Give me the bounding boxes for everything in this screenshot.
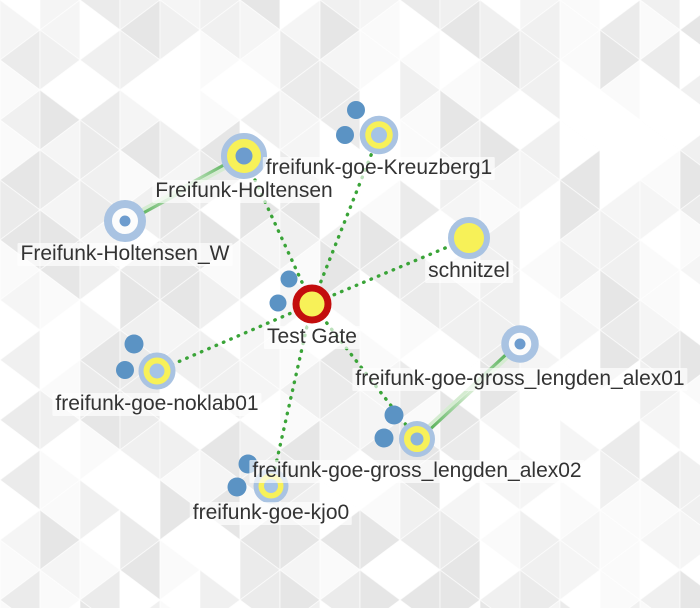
- background-triangle: [519, 569, 561, 608]
- client-dot-freifunk-goe-gross-lengden-alex02: [384, 405, 404, 425]
- client-dot-freifunk-goe-noklab01: [124, 334, 144, 354]
- client-dot-freifunk-goe-noklab01: [116, 361, 134, 379]
- client-dot-freifunk-goe-kreuzberg1: [336, 126, 354, 144]
- background-triangle: [228, 599, 241, 608]
- node-center-dot-freifunk-holtensen-w: [119, 215, 131, 227]
- background-triangle: [679, 569, 700, 608]
- background-triangle: [679, 554, 700, 586]
- background-triangle: [468, 599, 481, 608]
- background-triangle: [679, 149, 700, 211]
- node-freifunk-goe-gross-lengden-alex01[interactable]: [501, 325, 539, 363]
- node-freifunk-holtensen-w[interactable]: [104, 200, 146, 242]
- client-dot-test-gate: [280, 270, 298, 288]
- node-freifunk-goe-noklab01[interactable]: [138, 352, 176, 390]
- background-triangle: [679, 254, 700, 286]
- background-triangle: [679, 494, 700, 526]
- client-dot-freifunk-goe-kjo0: [227, 477, 247, 497]
- background-triangle: [679, 269, 700, 331]
- background-triangle: [319, 599, 332, 608]
- node-label-freifunk-goe-noklab01[interactable]: freifunk-goe-noklab01: [52, 392, 262, 416]
- nodes-layer: [104, 115, 539, 504]
- node-test-gate[interactable]: [292, 284, 332, 324]
- node-freifunk-goe-gross-lengden-alex02[interactable]: [399, 421, 435, 457]
- node-freifunk-goe-kreuzberg1[interactable]: [359, 115, 399, 155]
- background-triangle: [199, 569, 241, 608]
- background-triangle: [639, 599, 652, 608]
- background-triangle: [679, 509, 700, 571]
- background-triangle: [679, 209, 700, 271]
- background-triangle: [559, 599, 572, 608]
- node-schnitzel[interactable]: [448, 217, 490, 259]
- background-triangle: [68, 599, 81, 608]
- client-dot-test-gate: [269, 294, 287, 312]
- background-triangle: [679, 389, 700, 451]
- background-triangle: [679, 89, 700, 151]
- background-triangle: [679, 74, 700, 106]
- background-triangle: [148, 599, 161, 608]
- node-label-freifunk-holtensen-w[interactable]: Freifunk-Holtensen_W: [17, 242, 233, 266]
- node-freifunk-holtensen[interactable]: [221, 133, 267, 179]
- client-dot-freifunk-goe-gross-lengden-alex02: [374, 428, 394, 448]
- background-triangle: [359, 569, 401, 608]
- node-label-freifunk-goe-kjo0[interactable]: freifunk-goe-kjo0: [189, 501, 353, 525]
- node-label-freifunk-goe-kreuzberg1[interactable]: freifunk-goe-Kreuzberg1: [262, 156, 496, 180]
- background-triangle: [399, 599, 412, 608]
- background-triangle: [679, 434, 700, 466]
- background-triangle: [308, 599, 321, 608]
- node-circle-schnitzel[interactable]: [448, 217, 490, 259]
- background-triangle: [39, 569, 81, 608]
- link-solid-freifunk-goe-gross-lengden-alex02--freifunk-goe-gross-lengden-alex01[interactable]: [416, 343, 523, 442]
- background-triangle: [679, 314, 700, 346]
- node-label-test-gate[interactable]: Test Gate: [264, 325, 360, 349]
- background-triangle: [548, 599, 561, 608]
- background-triangle: [679, 194, 700, 226]
- background-triangle: [679, 374, 700, 406]
- client-dots-layer: [116, 101, 404, 497]
- background-triangle: [679, 29, 700, 91]
- node-label-freifunk-goe-gross-lengden-alex01[interactable]: freifunk-goe-gross_lengden_alex01: [352, 367, 688, 391]
- node-center-dot-freifunk-goe-gross-lengden-alex01: [514, 338, 526, 350]
- background-triangle: [679, 0, 700, 31]
- background-triangle: [279, 569, 321, 608]
- node-circle-test-gate[interactable]: [292, 284, 332, 324]
- background-triangle: [119, 569, 161, 608]
- background-triangle: [599, 569, 641, 608]
- background-triangle: [679, 134, 700, 166]
- node-label-freifunk-goe-gross-lengden-alex02[interactable]: freifunk-goe-gross_lengden_alex02: [249, 459, 585, 483]
- background-triangle: [628, 599, 641, 608]
- background-triangle: [479, 599, 492, 608]
- node-center-dot-freifunk-goe-gross-lengden-alex02: [410, 432, 424, 446]
- background-triangle: [239, 599, 252, 608]
- node-center-dot-freifunk-goe-kreuzberg1: [371, 127, 387, 143]
- node-label-freifunk-holtensen[interactable]: Freifunk-Holtensen: [152, 179, 336, 203]
- background-triangle: [679, 449, 700, 511]
- background-triangle: [79, 599, 92, 608]
- client-dot-freifunk-goe-kreuzberg1: [347, 101, 365, 119]
- node-center-dot-freifunk-goe-noklab01: [149, 363, 165, 379]
- background-triangle: [388, 599, 401, 608]
- node-label-schnitzel[interactable]: schnitzel: [425, 259, 513, 283]
- background-triangle: [679, 14, 700, 46]
- background-triangle: [0, 599, 12, 608]
- background-triangle: [159, 599, 172, 608]
- node-center-dot-freifunk-holtensen: [235, 147, 253, 165]
- background-triangle: [439, 569, 481, 608]
